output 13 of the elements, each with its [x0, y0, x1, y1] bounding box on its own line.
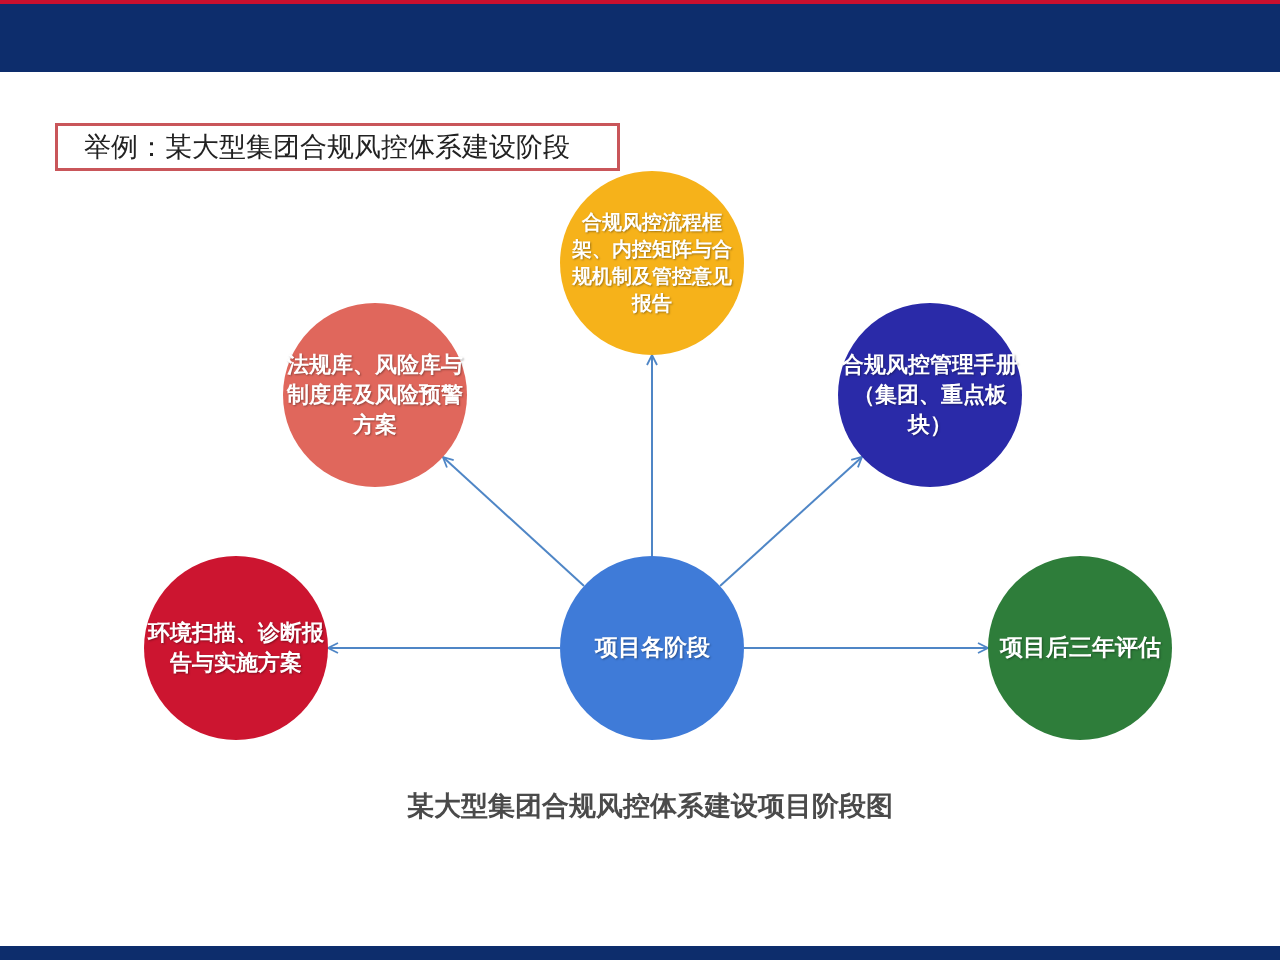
- stage-label: 项目各阶段: [593, 633, 711, 663]
- stage-label: 环境扫描、诊断报告与实施方案: [148, 619, 324, 677]
- stage-label: 合规风控管理手册（集团、重点板块）: [842, 351, 1018, 439]
- title-box: 举例：某大型集团合规风控体系建设阶段: [55, 123, 620, 171]
- arrow: [743, 642, 989, 654]
- stage-label: 合规风控流程框架、内控矩阵与合规机制及管控意见报告: [571, 209, 733, 317]
- stage-label: 法规库、风险库与制度库及风险预警方案: [287, 351, 463, 439]
- arrow: [441, 456, 586, 587]
- arrow: [327, 642, 561, 654]
- stage-label: 项目后三年评估: [998, 633, 1162, 663]
- arrow: [719, 455, 863, 588]
- caption: 某大型集团合规风控体系建设项目阶段图: [406, 789, 894, 823]
- arrow: [646, 354, 658, 557]
